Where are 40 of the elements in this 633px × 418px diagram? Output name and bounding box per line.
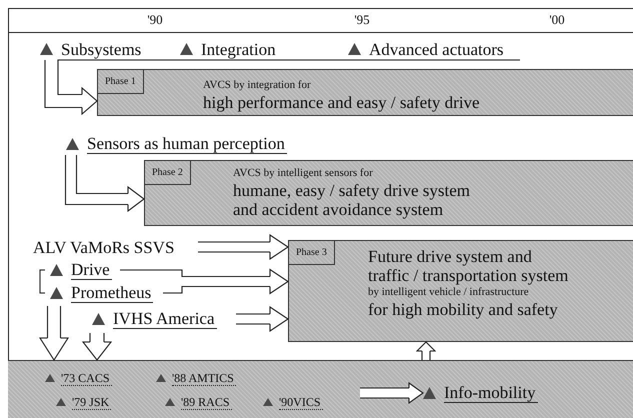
phase-title: Future drive system and traffic / transportation system bbox=[368, 247, 570, 285]
block-arrow bbox=[39, 305, 69, 361]
phase-box bbox=[288, 240, 633, 342]
phase-subtitle: by intelligent vehicle / infrastructure bbox=[368, 285, 529, 300]
block-arrow bbox=[197, 234, 289, 260]
milestone-label: '89 RACS bbox=[181, 394, 232, 410]
milestone-label: IVHS America bbox=[113, 309, 217, 329]
block-arrow bbox=[64, 154, 145, 212]
milestone-label: Subsystems bbox=[61, 40, 142, 58]
axis-tick-label: '95 bbox=[354, 12, 370, 28]
axis-tick-label: '00 bbox=[549, 12, 565, 28]
milestone-label: Sensors as human perception bbox=[87, 134, 287, 154]
milestone-label: Integration bbox=[201, 40, 276, 58]
phase-title: humane, easy / safety drive system and accident avoidance system bbox=[233, 181, 471, 219]
milestone-label: '73 CACS bbox=[61, 370, 112, 386]
milestone-label: '90VICS bbox=[279, 394, 323, 410]
block-arrow bbox=[359, 382, 424, 404]
milestone-label: Info-mobility bbox=[444, 383, 538, 403]
block-arrow bbox=[416, 341, 436, 361]
phase-tag: Phase 1 bbox=[97, 69, 144, 94]
phase-box bbox=[97, 69, 633, 116]
phase-subtitle: AVCS by intelligent sensors for bbox=[233, 166, 373, 181]
axis-tick-label: '90 bbox=[147, 12, 163, 28]
milestone-label: '88 AMTICS bbox=[172, 370, 236, 386]
block-arrow bbox=[119, 268, 289, 294]
project-label: ALV VaMoRs SSVS bbox=[33, 238, 174, 256]
milestone-label: Prometheus bbox=[71, 283, 154, 303]
block-arrow bbox=[235, 306, 289, 332]
block-arrow bbox=[44, 59, 521, 115]
block-arrow bbox=[82, 332, 112, 361]
milestone-label: Advanced actuators bbox=[369, 40, 504, 58]
milestone-label: '79 JSK bbox=[72, 394, 112, 410]
phase-tag: Phase 2 bbox=[144, 160, 191, 185]
phase-title: for high mobility and safety bbox=[368, 300, 558, 319]
phase-box bbox=[144, 160, 633, 226]
milestone-label: Drive bbox=[71, 260, 112, 280]
phase-subtitle: AVCS by integration for bbox=[203, 78, 311, 93]
band bbox=[8, 360, 633, 418]
phase-tag: Phase 3 bbox=[288, 240, 335, 265]
phase-title: high performance and easy / safety drive bbox=[203, 93, 480, 112]
